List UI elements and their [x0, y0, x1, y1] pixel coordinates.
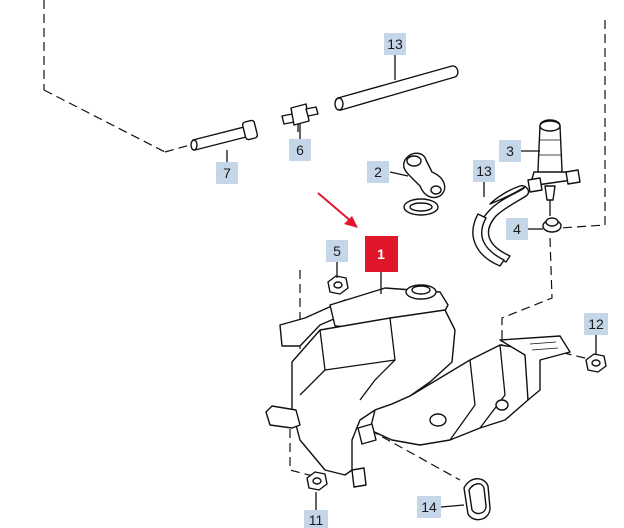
part-label-12[interactable]: 12 [584, 313, 608, 335]
part-label-13-top[interactable]: 13 [384, 33, 406, 55]
hex-nut-11 [306, 471, 328, 491]
part-label-3[interactable]: 3 [499, 140, 521, 162]
part-label-6-text: 6 [296, 142, 304, 158]
part-label-13-curved[interactable]: 13 [473, 160, 495, 182]
part-label-4[interactable]: 4 [506, 218, 528, 240]
part-label-5-text: 5 [333, 243, 341, 259]
check-valve [281, 103, 319, 132]
label-leader-lines [226, 53, 597, 510]
pump-grommet [542, 217, 562, 233]
part-label-6[interactable]: 6 [289, 139, 311, 161]
part-label-11-text: 11 [309, 512, 324, 528]
washer-fluid-reservoir [265, 284, 571, 488]
part-label-1-highlighted[interactable]: 1 [365, 236, 398, 272]
sensor-seal-ring [463, 478, 491, 521]
connector-pipe [190, 119, 259, 151]
part-label-3-text: 3 [506, 143, 514, 159]
part-label-4-text: 4 [513, 221, 521, 237]
part-label-7-text: 7 [223, 165, 231, 181]
part-label-2-text: 2 [374, 164, 382, 180]
washer-hose-straight [334, 65, 459, 111]
hex-nut-5 [327, 275, 349, 295]
part-label-13-top-text: 13 [387, 36, 403, 52]
filler-cap [402, 152, 446, 216]
part-label-2[interactable]: 2 [367, 161, 389, 183]
part-label-14-text: 14 [421, 499, 437, 515]
part-label-7[interactable]: 7 [216, 162, 238, 184]
highlight-arrow [317, 192, 358, 228]
part-label-1-text: 1 [377, 246, 385, 262]
washer-pump [527, 119, 581, 216]
hex-nut-12 [585, 353, 607, 373]
part-label-11[interactable]: 11 [304, 510, 328, 528]
part-label-13-curved-text: 13 [476, 163, 492, 179]
part-label-5[interactable]: 5 [326, 240, 348, 262]
part-label-14[interactable]: 14 [417, 496, 441, 518]
washer-hose-curved [472, 184, 530, 267]
part-label-12-text: 12 [588, 316, 604, 332]
